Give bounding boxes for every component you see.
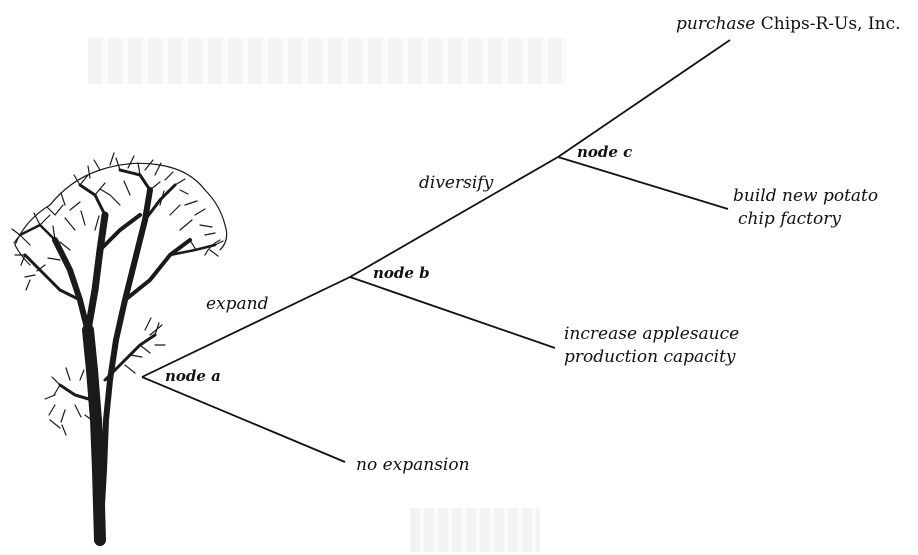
- branch-increase-applesauce: [349, 276, 556, 349]
- branch-no-expansion: [141, 376, 346, 463]
- faint-watermark-bottom: [410, 508, 540, 552]
- branch-diversify: [349, 156, 559, 278]
- increase-applesauce-label-line2: production capacity: [564, 347, 736, 367]
- increase-applesauce-label-line1: increase applesauce: [564, 324, 740, 344]
- tree-illustration: [11, 152, 228, 546]
- branch-purchase: [557, 39, 731, 158]
- faint-watermark-top: [88, 38, 566, 84]
- node-a-label: node a: [165, 367, 221, 385]
- no-expansion-label: no expansion: [356, 455, 470, 475]
- purchase-label: purchase Chips-R-Us, Inc.: [676, 14, 901, 35]
- build-factory-label-line2: chip factory: [738, 209, 841, 229]
- purchase-object: Chips-R-Us, Inc.: [760, 14, 901, 34]
- build-factory-label-line1: build new potato: [733, 186, 879, 206]
- diversify-label: diversify: [419, 173, 494, 193]
- branch-expand: [141, 276, 351, 378]
- node-c-label: node c: [577, 143, 633, 161]
- expand-label: expand: [206, 294, 269, 314]
- branch-build-factory: [557, 156, 729, 210]
- purchase-verb: purchase: [676, 14, 756, 34]
- node-b-label: node b: [373, 264, 430, 282]
- branch-lines: [141, 39, 731, 463]
